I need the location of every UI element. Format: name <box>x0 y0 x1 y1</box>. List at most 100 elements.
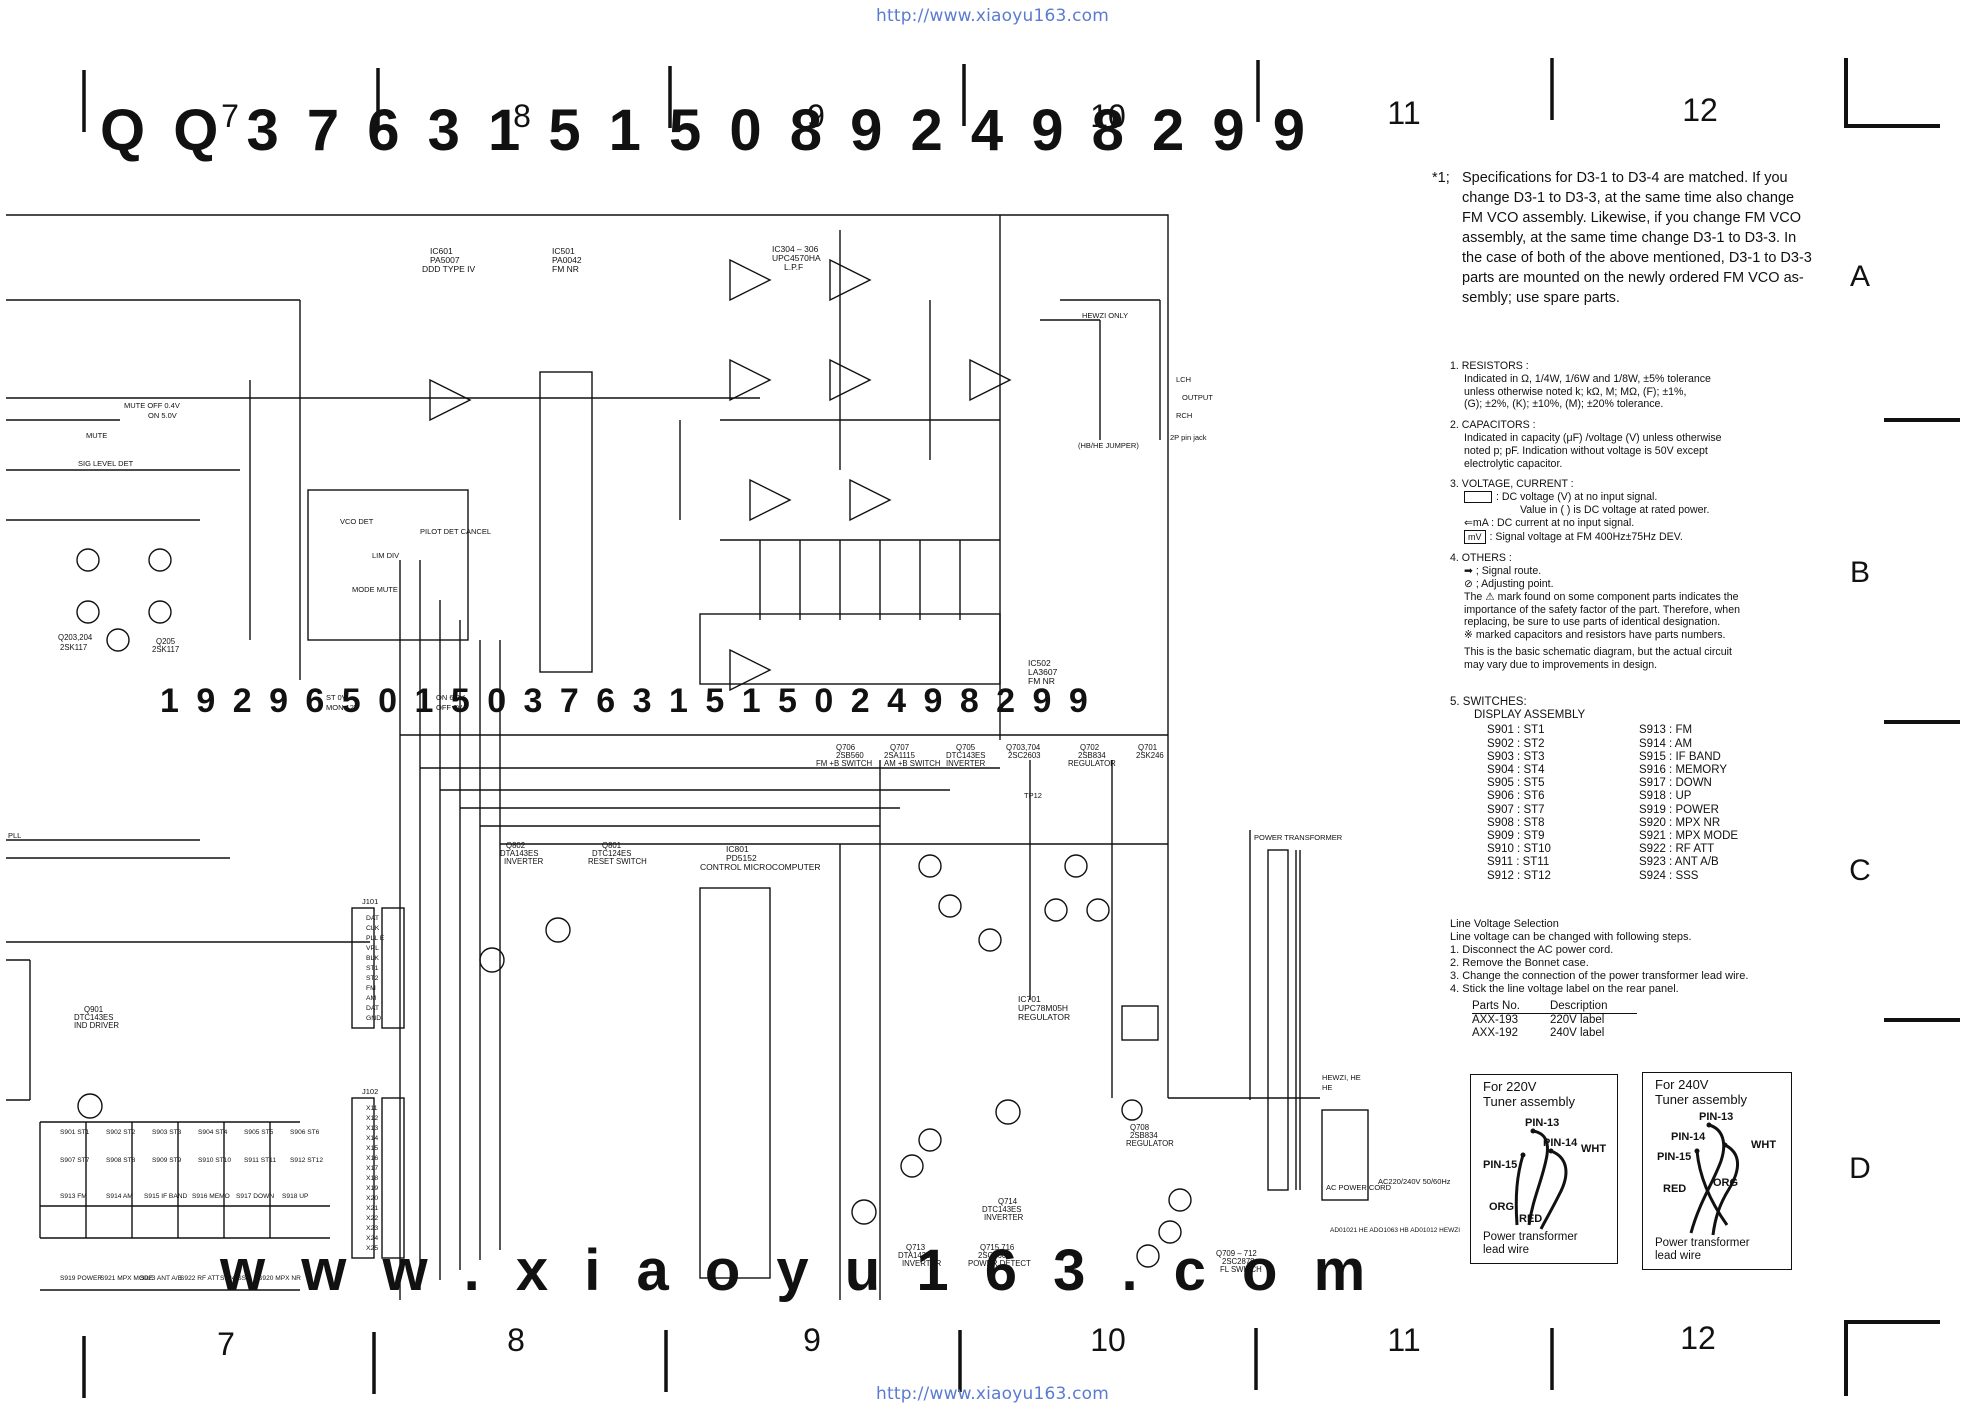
label-lim-div: LIM DIV <box>372 551 399 560</box>
q707-part: 2SA1115 <box>884 751 916 760</box>
note-line: the case of both of the above mentioned,… <box>1462 250 1812 266</box>
table-header-description: Description <box>1549 1000 1638 1014</box>
switch-item: S920 : MPX NR <box>1639 816 1721 829</box>
others-line: importance of the safety factor of the p… <box>1464 603 1740 616</box>
label-j102: J102 <box>362 1087 378 1096</box>
voltage-label-table: Parts No. Description AXX-193 220V label… <box>1472 1000 1638 1040</box>
q703-ref: Q703,704 <box>1006 743 1041 752</box>
voltage-line: ⇐mA : DC current at no input signal. <box>1464 516 1635 529</box>
switches-list: 5. SWITCHES: DISPLAY ASSEMBLY S901 : ST1… <box>1450 696 1870 883</box>
others-line: The ⚠ mark found on some component parts… <box>1464 590 1739 603</box>
key-r1-5: S906 ST6 <box>290 1129 320 1136</box>
q705-desc: INVERTER <box>946 759 986 768</box>
q701-part: 2SK246 <box>1136 751 1164 760</box>
bus-pin-3: VPL <box>366 945 379 952</box>
tuner-220-red-label: RED <box>1519 1213 1543 1225</box>
line-voltage-step: 1. Disconnect the AC power cord. <box>1450 944 1614 956</box>
bus-pin-5: ST1 <box>366 965 379 972</box>
q802-desc: INVERTER <box>504 857 544 866</box>
others-line: ➡ ; Signal route. <box>1464 565 1542 578</box>
bus-pin-0: DAT <box>366 915 379 922</box>
label-ac-spec: AC220/240V 50/60Hz <box>1378 1177 1451 1186</box>
bus-pin-6: ST2 <box>366 975 379 982</box>
key-r4-5: S920 MPX NR <box>258 1275 301 1282</box>
others-line: ⊘ ; Adjusting point. <box>1464 577 1554 590</box>
table-row: AXX-193 220V label <box>1472 1014 1637 1028</box>
label-rch: RCH <box>1176 411 1192 420</box>
line-voltage-step: 3. Change the connection of the power tr… <box>1450 970 1749 982</box>
q709-desc: FL SWITCH <box>1220 1265 1262 1274</box>
note-marker: *1; <box>1432 170 1450 186</box>
ic601-part: PA5007 <box>430 255 460 265</box>
bus-pin-11: X11 <box>366 1105 378 1112</box>
source-url-bottom[interactable]: http://www.xiaoyu163.com <box>875 1384 1110 1404</box>
voltage-line: : DC voltage (V) at no input signal. <box>1496 491 1658 504</box>
ic701-ref: IC701 <box>1018 994 1041 1004</box>
key-r1-3: S904 ST4 <box>198 1129 228 1136</box>
row-letter-d: D <box>1849 1152 1871 1185</box>
q706-part: 2SB560 <box>836 751 864 760</box>
resistors-line: Indicated in Ω, 1/4W, 1/6W and 1/8W, ±5%… <box>1464 372 1711 385</box>
key-r3-1: S914 AM <box>106 1193 133 1200</box>
q801-ref: Q801 <box>602 841 621 850</box>
capacitors-line: Indicated in capacity (μF) /voltage (V) … <box>1464 431 1722 444</box>
source-url-top[interactable]: http://www.xiaoyu163.com <box>875 6 1110 26</box>
resistors-title: 1. RESISTORS : <box>1450 360 1529 372</box>
voltage-title: 3. VOLTAGE, CURRENT : <box>1450 478 1574 491</box>
q701-ref: Q701 <box>1138 743 1157 752</box>
q713-part: DTA143ES <box>898 1251 936 1260</box>
label-mon-12v: MON 12V <box>326 703 359 712</box>
tuner-220-title-line: For 220V <box>1483 1079 1537 1094</box>
switch-item: S909 : ST9 <box>1487 830 1545 843</box>
label-power-transformer: POWER TRANSFORMER <box>1254 833 1343 842</box>
transistor-labels: Q706 2SB560 FM +B SWITCH Q707 2SA1115 AM… <box>58 633 1262 1274</box>
label-on-6v: ON 6.0V <box>436 693 465 702</box>
label-tp12: TP12 <box>1024 791 1042 800</box>
label-j101: J101 <box>362 897 378 906</box>
capacitors-title: 2. CAPACITORS : <box>1450 419 1536 432</box>
tuner-240-org-label: ORG <box>1713 1177 1739 1189</box>
q703-part: 2SC2603 <box>1008 751 1041 760</box>
ic502-part: LA3607 <box>1028 667 1058 677</box>
resistors-line: (G); ±2%, (K); ±10%, (M); ±20% tolerance… <box>1464 398 1664 411</box>
ic801-part: PD5152 <box>726 853 757 863</box>
key-r4-3: S922 RF ATT <box>180 1275 219 1282</box>
bus-pin-7: FM <box>366 985 376 992</box>
tuner-220v-wiring-drawing <box>1514 1128 1568 1230</box>
tuner-220-wht-label: WHT <box>1581 1143 1607 1155</box>
others-title: 4. OTHERS : <box>1450 552 1512 565</box>
note-line: parts are mounted on the newly ordered F… <box>1462 270 1804 286</box>
switch-item: S906 : ST6 <box>1487 790 1545 803</box>
row-letter-b: B <box>1849 556 1870 589</box>
key-r4-0: S919 POWER <box>60 1275 102 1282</box>
voltage-line: : Signal voltage at FM 400Hz±75Hz DEV. <box>1489 530 1683 543</box>
key-r2-4: S911 ST11 <box>244 1157 276 1164</box>
q205-part: 2SK117 <box>152 645 179 654</box>
table-header-parts-no: Parts No. <box>1472 1000 1550 1014</box>
table-row: AXX-192 240V label <box>1472 1027 1637 1040</box>
key-r4-1: S921 MPX MODE <box>100 1275 154 1282</box>
others-line: ※ marked capacitors and resistors have p… <box>1464 629 1726 642</box>
note-line: change D3-1 to D3-3, at the same time al… <box>1462 190 1795 206</box>
label-he: HE <box>1322 1083 1332 1092</box>
tuner-240v-wiring-drawing <box>1689 1122 1739 1236</box>
tuner-220-pin13-label: PIN-13 <box>1525 1117 1560 1129</box>
label-mute-on: ON 5.0V <box>148 411 177 420</box>
switch-item: S923 : ANT A/B <box>1639 856 1719 869</box>
key-r1-2: S903 ST3 <box>152 1129 182 1136</box>
label-pilot-det: PILOT DET CANCEL <box>420 527 491 536</box>
label-off-0v: OFF 0V <box>436 703 462 712</box>
row-letter-c: C <box>1849 854 1871 887</box>
q703-desc: REGULATOR <box>1068 759 1116 768</box>
key-r2-0: S907 ST7 <box>60 1157 90 1164</box>
label-mute: MUTE <box>86 431 107 440</box>
others-line: This is the basic schematic diagram, but… <box>1464 645 1732 658</box>
q714-ref: Q714 <box>998 1197 1018 1206</box>
q901-part: DTC143ES <box>74 1013 113 1022</box>
tuner-240-pin13-label: PIN-13 <box>1699 1111 1734 1123</box>
bus-pin-2: PLL E <box>366 935 385 942</box>
tuner-240-pin15-label: PIN-15 <box>1657 1151 1692 1163</box>
bus-pin-labels: DAT CLK PLL E VPL BLK ST1 ST2 FM AM DAT … <box>366 915 385 1252</box>
